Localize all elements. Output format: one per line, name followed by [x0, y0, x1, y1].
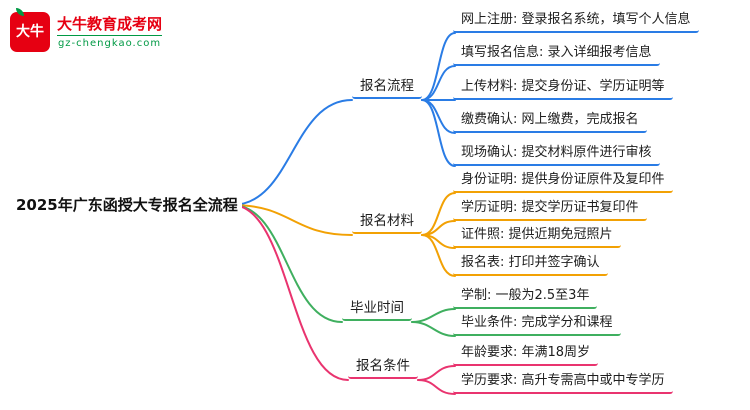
leaf-node: 年龄要求: 年满18周岁	[453, 343, 599, 366]
leaf-node: 毕业条件: 完成学分和课程	[453, 313, 621, 336]
branch-graduation-wires	[231, 204, 456, 337]
leaf-node: 填写报名信息: 录入详细报考信息	[453, 43, 660, 66]
leaf-node: 上传材料: 提交身份证、学历证明等	[453, 77, 673, 100]
branch-process: 报名流程	[352, 76, 422, 99]
logo-text: 大牛教育成考网 gz-chengkao.com	[57, 14, 163, 50]
logo-subtitle: gz-chengkao.com	[57, 34, 163, 50]
leaf-node: 证件照: 提供近期免冠照片	[453, 225, 621, 248]
branch-conditions: 报名条件	[348, 356, 418, 379]
logo-title: 大牛教育成考网	[57, 14, 163, 33]
logo-cow-icon: 大牛	[10, 8, 50, 52]
leaf-node: 缴费确认: 网上缴费，完成报名	[453, 110, 647, 133]
branch-conditions-wires	[231, 204, 456, 395]
root-node: 2025年广东函授大专报名全流程	[12, 195, 242, 215]
leaf-node: 现场确认: 提交材料原件进行审核	[453, 143, 660, 166]
branch-materials-wires	[231, 192, 456, 277]
leaf-node: 报名表: 打印并签字确认	[453, 253, 608, 276]
site-logo: 大牛 大牛教育成考网 gz-chengkao.com	[10, 8, 163, 52]
leaf-node: 学历证明: 提交学历证书复印件	[453, 198, 647, 221]
leaf-node: 学历要求: 高升专需高中或中专学历	[453, 371, 673, 394]
leaf-node: 网上注册: 登录报名系统，填写个人信息	[453, 10, 699, 33]
leaf-node: 学制: 一般为2.5至3年	[453, 286, 598, 309]
branch-materials: 报名材料	[352, 211, 422, 234]
branch-graduation-time: 毕业时间	[342, 298, 412, 321]
branch-process-wires	[231, 32, 456, 206]
leaf-node: 身份证明: 提供身份证原件及复印件	[453, 170, 673, 193]
